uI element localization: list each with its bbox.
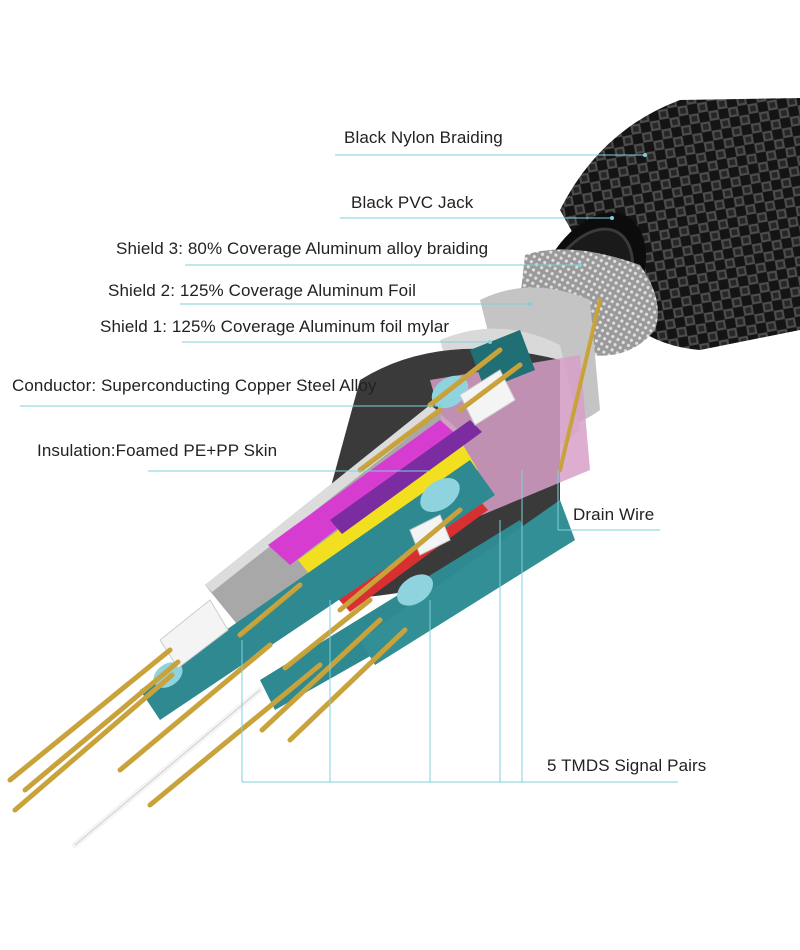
label-drain-wire: Drain Wire	[573, 505, 655, 524]
teal-insulation-group	[140, 330, 575, 720]
drain-wire	[558, 298, 602, 472]
label-black-nylon-braiding: Black Nylon Braiding	[344, 128, 503, 147]
label-shield-3: Shield 3: 80% Coverage Aluminum alloy br…	[116, 239, 489, 258]
cyan-insulation-group	[153, 375, 469, 688]
label-insulation: Insulation:Foamed PE+PP Skin	[37, 441, 278, 460]
label-tmds-signal-pairs: 5 TMDS Signal Pairs	[547, 756, 707, 775]
leader-dots	[438, 153, 647, 408]
magenta-core	[268, 420, 458, 565]
label-shield-2: Shield 2: 125% Coverage Aluminum Foil	[108, 281, 416, 300]
leader-lines	[20, 154, 678, 783]
label-shield-1: Shield 1: 125% Coverage Aluminum foil my…	[100, 317, 450, 336]
label-conductor: Conductor: Superconducting Copper Steel …	[12, 376, 377, 395]
label-black-pvc-jack: Black PVC Jack	[351, 193, 474, 212]
purple-core	[330, 420, 482, 534]
copper-conductors	[7, 347, 523, 813]
